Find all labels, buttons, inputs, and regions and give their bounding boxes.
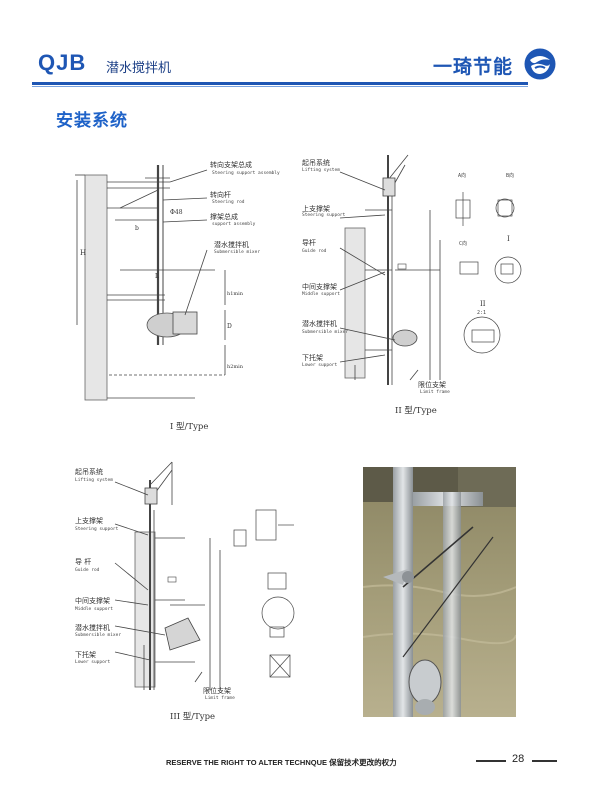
type3-label-4-cn: 潜水搅拌机 — [75, 624, 110, 632]
page-line-right — [532, 760, 557, 762]
type3-label-2-en: Guide rod — [75, 568, 100, 573]
type2-label-3-cn: 中间支撑架 — [302, 283, 337, 291]
type2-detail-i: I — [507, 235, 510, 243]
type3-label-0-en: Lifting system — [75, 478, 113, 483]
page-line-left — [476, 760, 506, 762]
type2-label-1-cn: 上支撑架 — [302, 205, 330, 213]
brand-logo-icon — [524, 48, 556, 80]
type2-label-2-cn: 导杆 — [302, 239, 316, 247]
type3-caption: III 型/Type — [170, 712, 216, 722]
type2-label-3-en: Middle support — [302, 292, 340, 297]
type3-label-2-cn: 导 杆 — [75, 558, 92, 566]
type2-detail-scale: 2:1 — [477, 310, 487, 316]
type2-label-1-en: Steering support — [302, 213, 346, 218]
type1-label-0-cn: 转向支架总成 — [210, 161, 252, 169]
type2-label-6-cn: 限位支架 — [418, 381, 446, 389]
type3-label-0-cn: 起吊系统 — [75, 468, 103, 476]
type1-label-2-en: support assembly — [212, 222, 256, 227]
type2-caption: II 型/Type — [395, 406, 437, 416]
type2-label-5-en: Lower support — [302, 363, 338, 368]
type2-label-0-cn: 起吊系统 — [302, 159, 330, 167]
type1-drawing: H b L D h1min h2min Φ48 — [75, 165, 244, 401]
installation-photo — [363, 467, 516, 717]
product-title: 潜水搅拌机 — [106, 61, 172, 76]
installation-photo-image — [363, 467, 516, 717]
type2-drawing — [339, 154, 441, 385]
type1-label-2-cn: 撑架总成 — [210, 213, 238, 221]
section-title: 安装系统 — [56, 111, 128, 131]
footer-text: RESERVE THE RIGHT TO ALTER TECHNQUE 保留技术… — [166, 758, 397, 767]
brand-name: 一琦节能 — [433, 56, 514, 78]
model-code: QJB — [38, 50, 87, 75]
type3-drawing — [114, 461, 221, 690]
dim-b: b — [135, 225, 139, 232]
type1-label-1-cn: 转向杆 — [210, 191, 231, 199]
type3-label-1-cn: 上支撑架 — [75, 517, 103, 525]
type2-detail-views — [455, 192, 522, 354]
dim-h1: h1min — [227, 291, 244, 297]
type2-label-4-cn: 潜水搅拌机 — [302, 320, 337, 328]
type2-label-6-en: Limit frame — [420, 390, 450, 395]
type3-label-1-en: Steering support — [75, 527, 119, 532]
type1-label-1-en: Steering rod — [212, 200, 245, 205]
type3-label-6-cn: 限位支架 — [203, 687, 231, 695]
type3-label-5-en: Lower support — [75, 660, 111, 665]
type1-label-3-cn: 潜水搅拌机 — [214, 241, 249, 249]
type3-label-3-en: Middle support — [75, 607, 113, 612]
type2-label-2-en: Guide rod — [302, 249, 327, 254]
dim-l: L — [155, 273, 159, 280]
type2-detail-a: A向 — [458, 173, 467, 179]
dim-dia: Φ48 — [170, 209, 183, 216]
header-divider — [32, 82, 528, 85]
type2-detail-b: B向 — [506, 173, 515, 179]
type2-label-0-en: Lifting system — [302, 168, 340, 173]
type2-detail-ii: II — [480, 300, 486, 308]
type2-detail-c: C向 — [459, 241, 468, 247]
type1-label-0-en: Steering support assembly — [212, 171, 280, 176]
type1-caption: I 型/Type — [170, 422, 209, 432]
dim-d: D — [227, 323, 232, 330]
dim-h: H — [80, 249, 86, 257]
page-number: 28 — [512, 753, 525, 765]
type3-detail-views — [233, 509, 295, 678]
type2-label-5-cn: 下托架 — [302, 354, 323, 362]
type1-label-3-en: Submersible mixer — [214, 250, 261, 255]
type3-label-5-cn: 下托架 — [75, 651, 96, 659]
header-divider-thin — [32, 86, 528, 87]
type2-label-4-en: Submersible mixer — [302, 330, 349, 335]
type3-label-3-cn: 中间支撑架 — [75, 597, 110, 605]
dim-h2: h2min — [227, 364, 244, 370]
type3-label-6-en: Limit frame — [205, 696, 235, 701]
type3-label-4-en: Submersible mixer — [75, 633, 122, 638]
